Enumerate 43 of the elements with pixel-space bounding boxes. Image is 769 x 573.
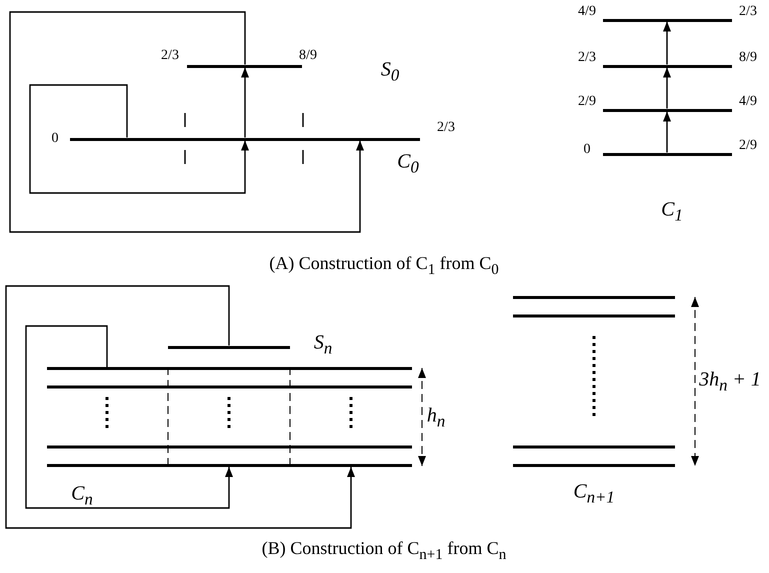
tower-column xyxy=(47,367,168,467)
interval-bar xyxy=(603,108,732,112)
math-label: C$_{n}$ xyxy=(71,484,93,508)
math-label: 3h$_{n}$ + 1 xyxy=(699,370,761,394)
endpoint-value: 4/9 xyxy=(578,5,596,19)
interval-bar xyxy=(603,64,732,68)
interval-name: S$_{0}$ xyxy=(380,60,400,84)
tower-column xyxy=(290,367,412,467)
arrow xyxy=(5,285,355,529)
endpoint-value: 0 xyxy=(52,132,58,146)
caption: (A) Construction of C$_{1}$ from C$_{0}$ xyxy=(269,254,499,278)
interval-bar xyxy=(603,18,732,22)
interval-name: C$_{n+1}$ xyxy=(573,482,615,506)
interval-bar xyxy=(603,152,732,156)
endpoint-value: 0 xyxy=(584,143,590,157)
interval-bar xyxy=(168,346,290,348)
interval-bar xyxy=(187,64,302,68)
endpoint-value: 2/9 xyxy=(578,95,596,109)
arrow xyxy=(241,68,249,138)
arrow xyxy=(663,68,671,108)
interval-bar xyxy=(70,138,185,140)
arrow xyxy=(25,325,233,509)
endpoint-value: 2/3 xyxy=(578,51,596,65)
endpoint-value: 2/9 xyxy=(739,139,757,153)
endpoint-value: 8/9 xyxy=(739,51,757,65)
interval-name: S$_{n}$ xyxy=(314,332,332,358)
interval-bar xyxy=(185,138,303,140)
endpoint-value: 2/3 xyxy=(437,121,455,135)
endpoint-value: 8/9 xyxy=(299,49,317,63)
tower-column xyxy=(513,296,675,467)
arrow xyxy=(9,11,364,233)
interval-bar xyxy=(303,138,420,140)
endpoint-value: 2/3 xyxy=(161,49,179,63)
endpoint-value: 4/9 xyxy=(739,95,757,109)
math-label: C$_{0}$ xyxy=(397,152,419,176)
tower-column xyxy=(168,367,290,467)
arrow xyxy=(663,22,671,64)
arrow xyxy=(663,112,671,152)
endpoint-value: 2/3 xyxy=(739,5,757,19)
caption: (B) Construction of C$_{n+1}$ from C$_{n}$ xyxy=(262,539,506,563)
math-label: C$_{1}$ xyxy=(661,200,683,224)
arrow xyxy=(29,84,249,194)
math-label: h$_{n}$ xyxy=(426,406,446,430)
